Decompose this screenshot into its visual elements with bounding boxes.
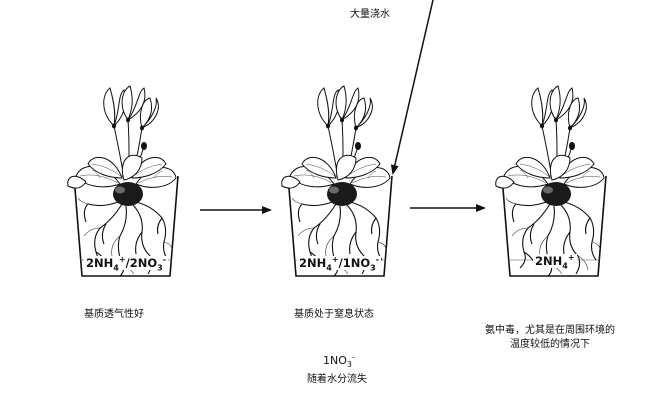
leach-formula: 1NO3- <box>323 352 355 370</box>
leach-caption: 随着水分流失 <box>307 374 367 385</box>
watering-label: 大量浇水 <box>350 9 390 20</box>
plant-pot-3-image <box>494 85 607 277</box>
stage-2-caption: 基质处于窒息状态 <box>294 309 374 320</box>
stage-3-caption: 氨中毒，尤其是在周围环境的温度较低的情况下 <box>485 325 615 350</box>
plant-pot-2-image <box>280 85 393 277</box>
pot-3-label: 2NH4+ <box>533 253 577 271</box>
pot-2-label: 2NH4+/1NO3- <box>297 255 382 273</box>
stage-1-caption: 基质透气性好 <box>84 309 144 320</box>
watering-arrow <box>390 0 434 175</box>
plant-pot-1-image <box>66 85 179 277</box>
pot-1-label: 2NH4+/2NO3- <box>84 255 169 273</box>
